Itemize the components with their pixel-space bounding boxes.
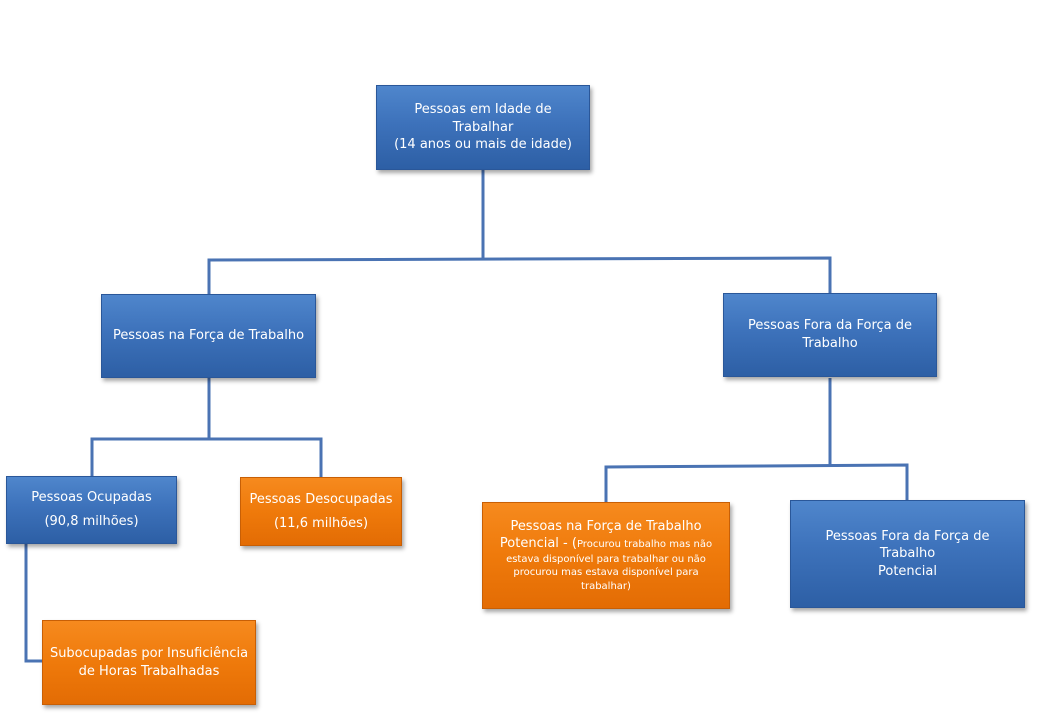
- node-unemployed-label: Pessoas Desocupadas: [249, 491, 393, 507]
- node-outside-potential-workforce: Pessoas Fora da Força de Trabalho Potenc…: [790, 500, 1025, 608]
- node-potential-workforce: Pessoas na Força de Trabalho Potencial -…: [482, 502, 730, 609]
- node-outside-workforce-line2: Trabalho: [802, 336, 858, 351]
- node-unemployed-value: (11,6 milhões): [273, 515, 369, 531]
- node-potential-workforce-line4: procurou mas estava disponível para: [513, 567, 699, 579]
- node-potential-workforce-prefix: Potencial - (: [499, 536, 577, 552]
- node-employed: Pessoas Ocupadas (90,8 milhões): [6, 476, 177, 544]
- node-underemployed-line1: Subocupadas por Insuficiência: [49, 645, 249, 661]
- node-employed-value: (90,8 milhões): [44, 514, 139, 529]
- node-potential-workforce-line5: trabalhar): [581, 580, 631, 592]
- node-workforce-label: Pessoas na Força de Trabalho: [112, 328, 305, 344]
- node-potential-workforce-line2: Potencial - (Procurou trabalho mas não: [500, 535, 712, 553]
- node-outside-potential-line1: Pessoas Fora da Força de Trabalho: [825, 528, 990, 562]
- connector-outside-bar: [604, 463, 909, 502]
- node-unemployed: Pessoas Desocupadas (11,6 milhões): [240, 477, 402, 546]
- node-working-age-people: Pessoas em Idade de Trabalhar (14 anos o…: [376, 85, 590, 170]
- node-workforce: Pessoas na Força de Trabalho: [101, 294, 316, 378]
- node-potential-workforce-line1: Pessoas na Força de Trabalho: [510, 518, 702, 534]
- connector-employed-underemployed: [24, 544, 42, 663]
- node-outside-workforce-line1: Pessoas Fora da Força de: [747, 318, 913, 334]
- node-potential-workforce-line3: estava disponível para trabalhar ou não: [506, 553, 706, 565]
- node-outside-workforce: Pessoas Fora da Força de Trabalho: [723, 293, 937, 377]
- node-working-age-subtitle: (14 anos ou mais de idade): [394, 137, 572, 153]
- node-potential-workforce-note: Procurou trabalho mas não: [576, 539, 713, 551]
- node-employed-label: Pessoas Ocupadas: [31, 490, 152, 506]
- connector-level2-bar: [207, 256, 832, 294]
- node-working-age-title: Pessoas em Idade de Trabalhar: [414, 102, 552, 135]
- connector-workforce-bar: [90, 437, 323, 477]
- node-underemployed: Subocupadas por Insuficiência de Horas T…: [42, 620, 256, 705]
- node-outside-potential-line2: Potencial: [877, 563, 937, 579]
- node-underemployed-line2: de Horas Trabalhadas: [78, 663, 220, 679]
